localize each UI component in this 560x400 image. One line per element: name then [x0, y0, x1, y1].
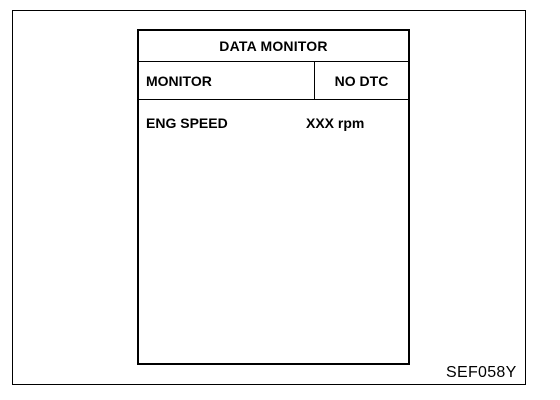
data-label: ENG SPEED [146, 115, 228, 131]
monitor-header: MONITOR [139, 62, 315, 99]
dtc-status: NO DTC [334, 72, 389, 89]
figure-frame [12, 10, 526, 385]
header-row: MONITOR NO DTC [139, 62, 408, 100]
figure-code: SEF058Y [446, 364, 517, 381]
data-value: XXX rpm [306, 115, 365, 131]
consult-screen: DATA MONITOR MONITOR NO DTC ENG SPEED XX… [137, 29, 410, 365]
data-row-eng-speed: ENG SPEED XXX rpm [139, 115, 408, 135]
screen-title: DATA MONITOR [139, 31, 408, 62]
